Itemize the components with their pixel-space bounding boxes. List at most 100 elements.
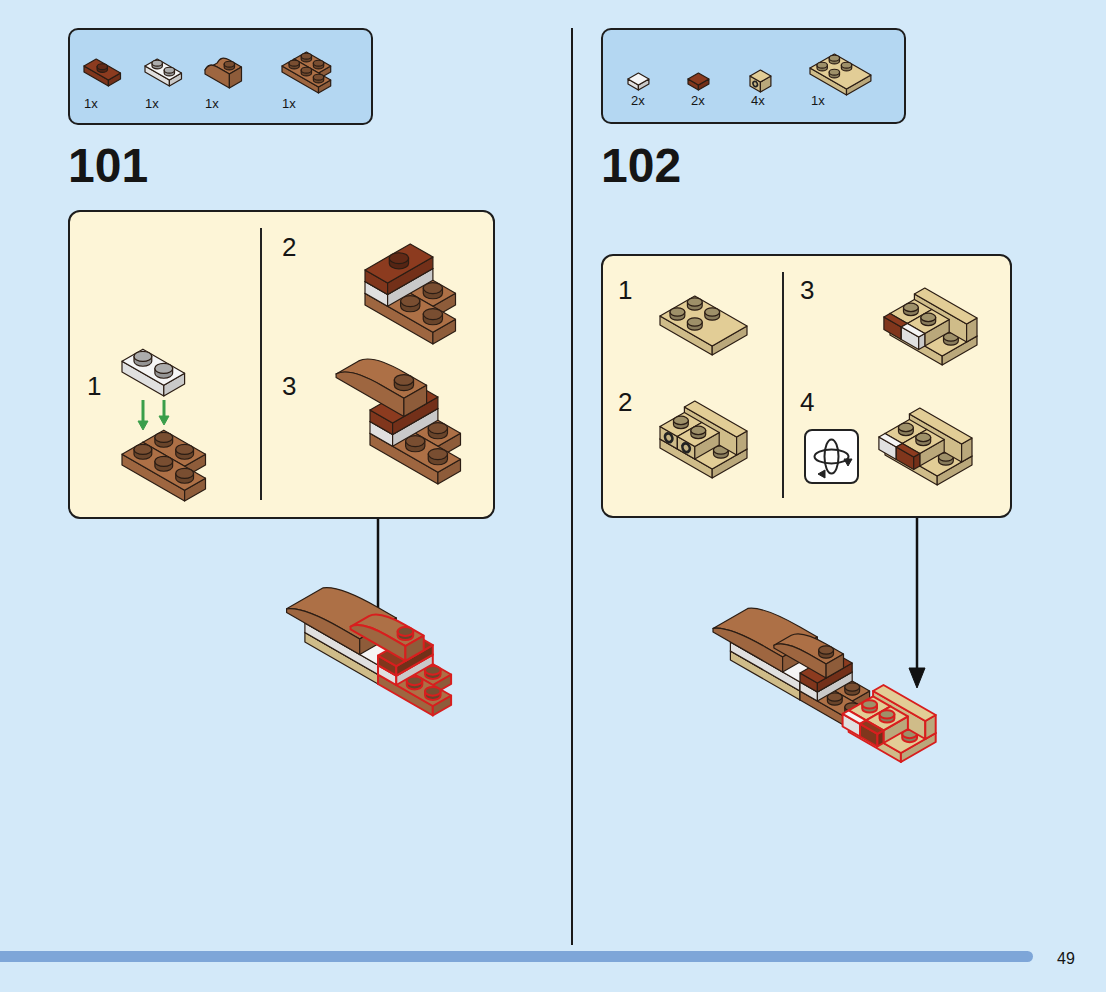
stud-top — [921, 313, 936, 321]
substep-number: 2 — [282, 234, 296, 260]
substep-number: 1 — [618, 277, 632, 303]
substep-number: 4 — [800, 389, 814, 415]
brick-face — [365, 244, 433, 283]
step-number: 102 — [601, 142, 681, 190]
side-stud — [662, 430, 676, 445]
brick-face — [84, 59, 121, 80]
brick-face — [145, 59, 182, 80]
brick-face — [628, 73, 649, 85]
part-count: 1x — [282, 97, 296, 110]
stud-top — [394, 375, 413, 386]
stud-top — [97, 64, 107, 70]
placement-arrow-line — [163, 400, 166, 417]
brick-face — [860, 720, 884, 734]
part-count: 1x — [205, 97, 219, 110]
part-count: 2x — [691, 94, 705, 107]
side-stud-hole — [683, 444, 690, 451]
side-stud-hole — [753, 82, 757, 86]
rotate-icon — [805, 430, 858, 483]
flow-arrow-head — [909, 668, 925, 688]
stud-top — [155, 432, 173, 442]
stud-top — [389, 253, 408, 264]
stud-top — [289, 60, 299, 66]
panel-divider — [782, 272, 784, 498]
substep-number: 2 — [618, 389, 632, 415]
brick-face — [896, 443, 920, 457]
brick-face — [750, 70, 771, 82]
parts-callout: 1x 1x 1x 1x — [68, 28, 373, 125]
stud-top — [903, 303, 918, 311]
stud-top — [313, 60, 323, 66]
step-number: 101 — [68, 142, 148, 190]
side-stud-hole — [665, 434, 672, 441]
rotate-icon-head — [844, 459, 852, 466]
side-stud — [679, 440, 693, 455]
rotate-icon-head — [818, 470, 825, 478]
stud-top — [164, 67, 174, 73]
stud-top — [176, 468, 194, 478]
part-count: 1x — [84, 97, 98, 110]
stud-top — [841, 62, 851, 68]
side-stud — [751, 80, 759, 89]
brick-face — [901, 323, 925, 337]
placement-arrow-head — [159, 416, 169, 425]
stud-top — [819, 646, 834, 654]
part-count: 2x — [631, 94, 645, 107]
slope-front — [713, 628, 783, 672]
stud-top — [152, 60, 162, 66]
brick-face — [122, 349, 185, 385]
stud-top — [829, 69, 839, 75]
step-panel: 1 3 2 4 — [601, 254, 1012, 518]
brick-face — [688, 73, 709, 85]
stud-top — [423, 309, 442, 320]
stud-top — [425, 687, 441, 696]
stud-top — [670, 308, 685, 316]
stud-top — [862, 700, 877, 708]
stud-top — [428, 449, 447, 460]
stud-top — [176, 444, 194, 454]
stud-top — [134, 351, 152, 361]
placement-arrow-line — [142, 400, 145, 422]
stud-top — [301, 67, 311, 73]
stud-top — [134, 444, 152, 454]
slope-front — [287, 609, 360, 655]
rotate-icon-ring — [825, 440, 839, 474]
substep-number: 3 — [800, 277, 814, 303]
stud-top — [224, 61, 234, 67]
stud-top — [155, 456, 173, 466]
rotate-icon-ring — [815, 450, 849, 464]
stud-top — [916, 433, 931, 441]
step-panel: 1 2 3 — [68, 210, 495, 519]
step-illustration — [70, 30, 375, 127]
stud-top — [691, 426, 706, 434]
page-bar — [0, 951, 1033, 962]
stud-top — [687, 298, 702, 306]
brick-face — [122, 442, 206, 490]
parts-callout: 2x 2x 4x 1x — [601, 28, 906, 124]
stud-top — [898, 423, 913, 431]
substep-number: 3 — [282, 373, 296, 399]
part-count: 1x — [811, 94, 825, 107]
brick-face — [660, 296, 747, 346]
placement-arrow-head — [138, 421, 148, 430]
step-illustration — [603, 30, 908, 126]
stud-top — [817, 62, 827, 68]
stud-top — [301, 53, 311, 59]
part-count: 1x — [145, 97, 159, 110]
flow-arrow-line — [916, 518, 919, 669]
stud-top — [155, 363, 173, 373]
stud-top — [687, 318, 702, 326]
stud-top — [829, 55, 839, 61]
part-count: 4x — [751, 94, 765, 107]
stud-top — [398, 627, 414, 636]
brick-face — [810, 54, 871, 89]
substep-number: 1 — [87, 373, 101, 399]
stud-top — [705, 308, 720, 316]
stud-top — [673, 416, 688, 424]
stud-top — [880, 710, 895, 718]
page-number: 49 — [1057, 951, 1075, 967]
column-divider — [571, 28, 573, 945]
slope-front — [336, 372, 404, 416]
stud-top — [313, 74, 323, 80]
